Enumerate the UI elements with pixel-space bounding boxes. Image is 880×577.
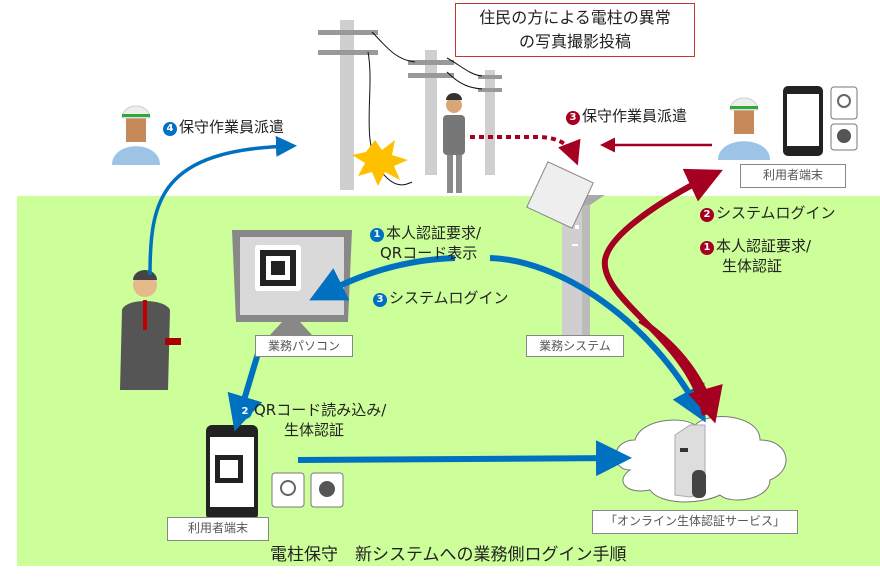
arrow-step2-biometric (297, 440, 632, 477)
face-icon-bottom (319, 481, 335, 497)
step-text: システムログイン (389, 289, 509, 307)
label-user-terminal-bottom: 利用者端末 (167, 517, 269, 541)
resident-post-callout: 住民の方による電柱の異常 の写真撮影投稿 (455, 3, 695, 57)
label-user-terminal-top: 利用者端末 (740, 164, 846, 188)
arrow-red-step2-login (601, 168, 723, 416)
step-text: 保守作業員派遣 (582, 107, 688, 125)
callout-line-1: 住民の方による電柱の異常 (479, 8, 671, 27)
user-terminal-bottom (206, 425, 344, 520)
diagram-title: 電柱保守 新システムへの業務側ログイン手順 (270, 545, 627, 565)
step-number-badge: 2 (700, 208, 714, 222)
step-text: QRコード読み込み/ (254, 401, 387, 419)
step-text-line2: QRコード表示 (380, 244, 478, 262)
label-business-pc: 業務パソコン (255, 335, 353, 357)
step-text: システムログイン (716, 204, 836, 222)
step-number-badge: 1 (370, 228, 384, 242)
uploaded-photo-icon (526, 161, 594, 229)
phone-icon (165, 338, 181, 345)
step-text: 本人認証要求/ (716, 237, 812, 255)
step-text: 保守作業員派遣 (179, 118, 285, 136)
utility-poles-illustration (318, 20, 502, 190)
pole-1 (340, 20, 354, 190)
face-icon (837, 129, 851, 143)
arrow-step4-dispatch (148, 135, 297, 276)
step-text-line2: 生体認証 (284, 421, 345, 439)
cloud-auth-service (615, 416, 787, 503)
callout-line-2: の写真撮影投稿 (518, 32, 631, 51)
step-number-badge: 3 (373, 293, 387, 307)
arrow-step3-login (309, 255, 456, 301)
user-terminal-top (783, 86, 858, 156)
pole-2 (425, 50, 437, 175)
business-user-figure (120, 270, 181, 390)
arrow-red-step1-auth (638, 317, 723, 424)
business-pc-illustration (232, 230, 352, 335)
arrow-step1-auth-request (489, 255, 706, 423)
label-business-system: 業務システム (526, 335, 624, 357)
step-text-line2: 生体認証 (722, 257, 783, 275)
spark-icon (352, 140, 408, 186)
database-icon (692, 470, 706, 498)
label-online-biometric-service: 「オンライン生体認証サービス」 (592, 510, 798, 534)
resident-figure (443, 93, 465, 193)
fingerprint-icon-bottom (280, 480, 296, 496)
step-number-badge: 1 (700, 241, 714, 255)
step-number-badge: 4 (163, 122, 177, 136)
maintenance-worker-left (112, 105, 160, 165)
step-number-badge: 2 (238, 405, 252, 419)
step-number-badge: 3 (566, 111, 580, 125)
step-text: 本人認証要求/ (386, 224, 482, 242)
fingerprint-icon (837, 94, 851, 108)
pole-3 (485, 70, 495, 175)
maintenance-worker-right (718, 97, 770, 160)
business-system-server (526, 161, 605, 340)
photo-upload-dotted-arrow (470, 135, 581, 166)
